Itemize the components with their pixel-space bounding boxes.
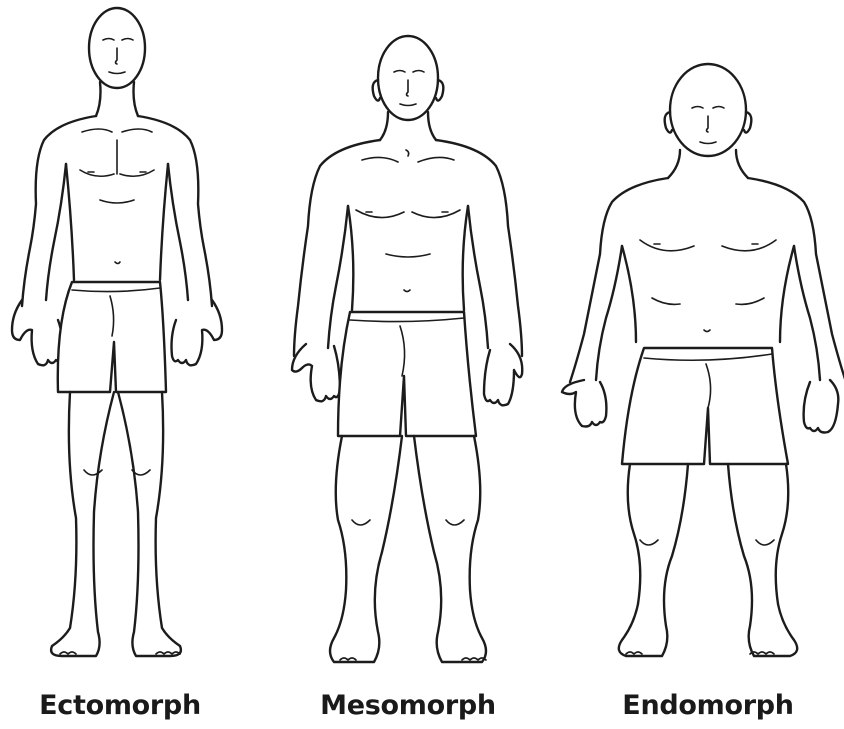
mesomorph-label: Mesomorph bbox=[288, 690, 528, 721]
ectomorph-drawing bbox=[0, 0, 240, 680]
endomorph-drawing bbox=[560, 0, 844, 680]
endomorph-label: Endomorph bbox=[588, 690, 828, 721]
ectomorph-label: Ectomorph bbox=[0, 690, 240, 721]
mesomorph-drawing bbox=[290, 0, 550, 680]
